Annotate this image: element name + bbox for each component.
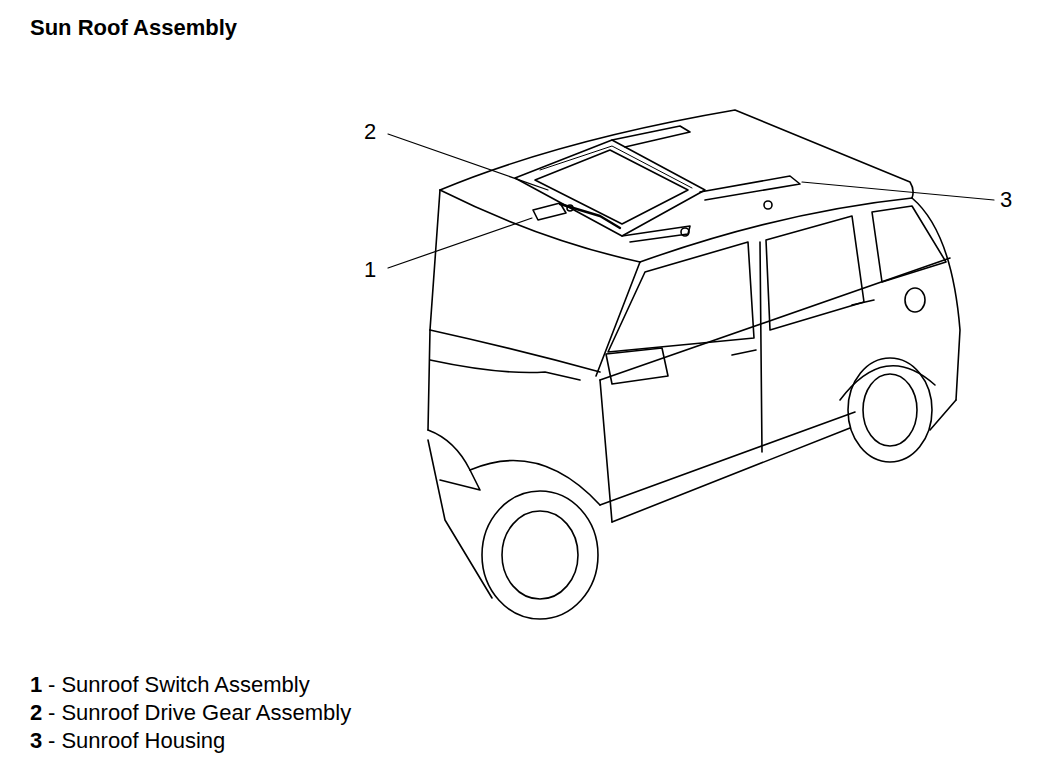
key-number: 2 xyxy=(30,701,42,725)
key-text: - Sunroof Drive Gear Assembly xyxy=(48,701,351,725)
key-text: - Sunroof Housing xyxy=(48,729,225,753)
key-text: - Sunroof Switch Assembly xyxy=(48,673,310,697)
callout-number: 3 xyxy=(998,188,1014,212)
diagram-title: Sun Roof Assembly xyxy=(30,16,237,40)
key-number: 3 xyxy=(30,729,42,753)
callout-number: 2 xyxy=(362,120,378,144)
key-number: 1 xyxy=(30,673,42,697)
callout-number: 1 xyxy=(362,258,378,282)
